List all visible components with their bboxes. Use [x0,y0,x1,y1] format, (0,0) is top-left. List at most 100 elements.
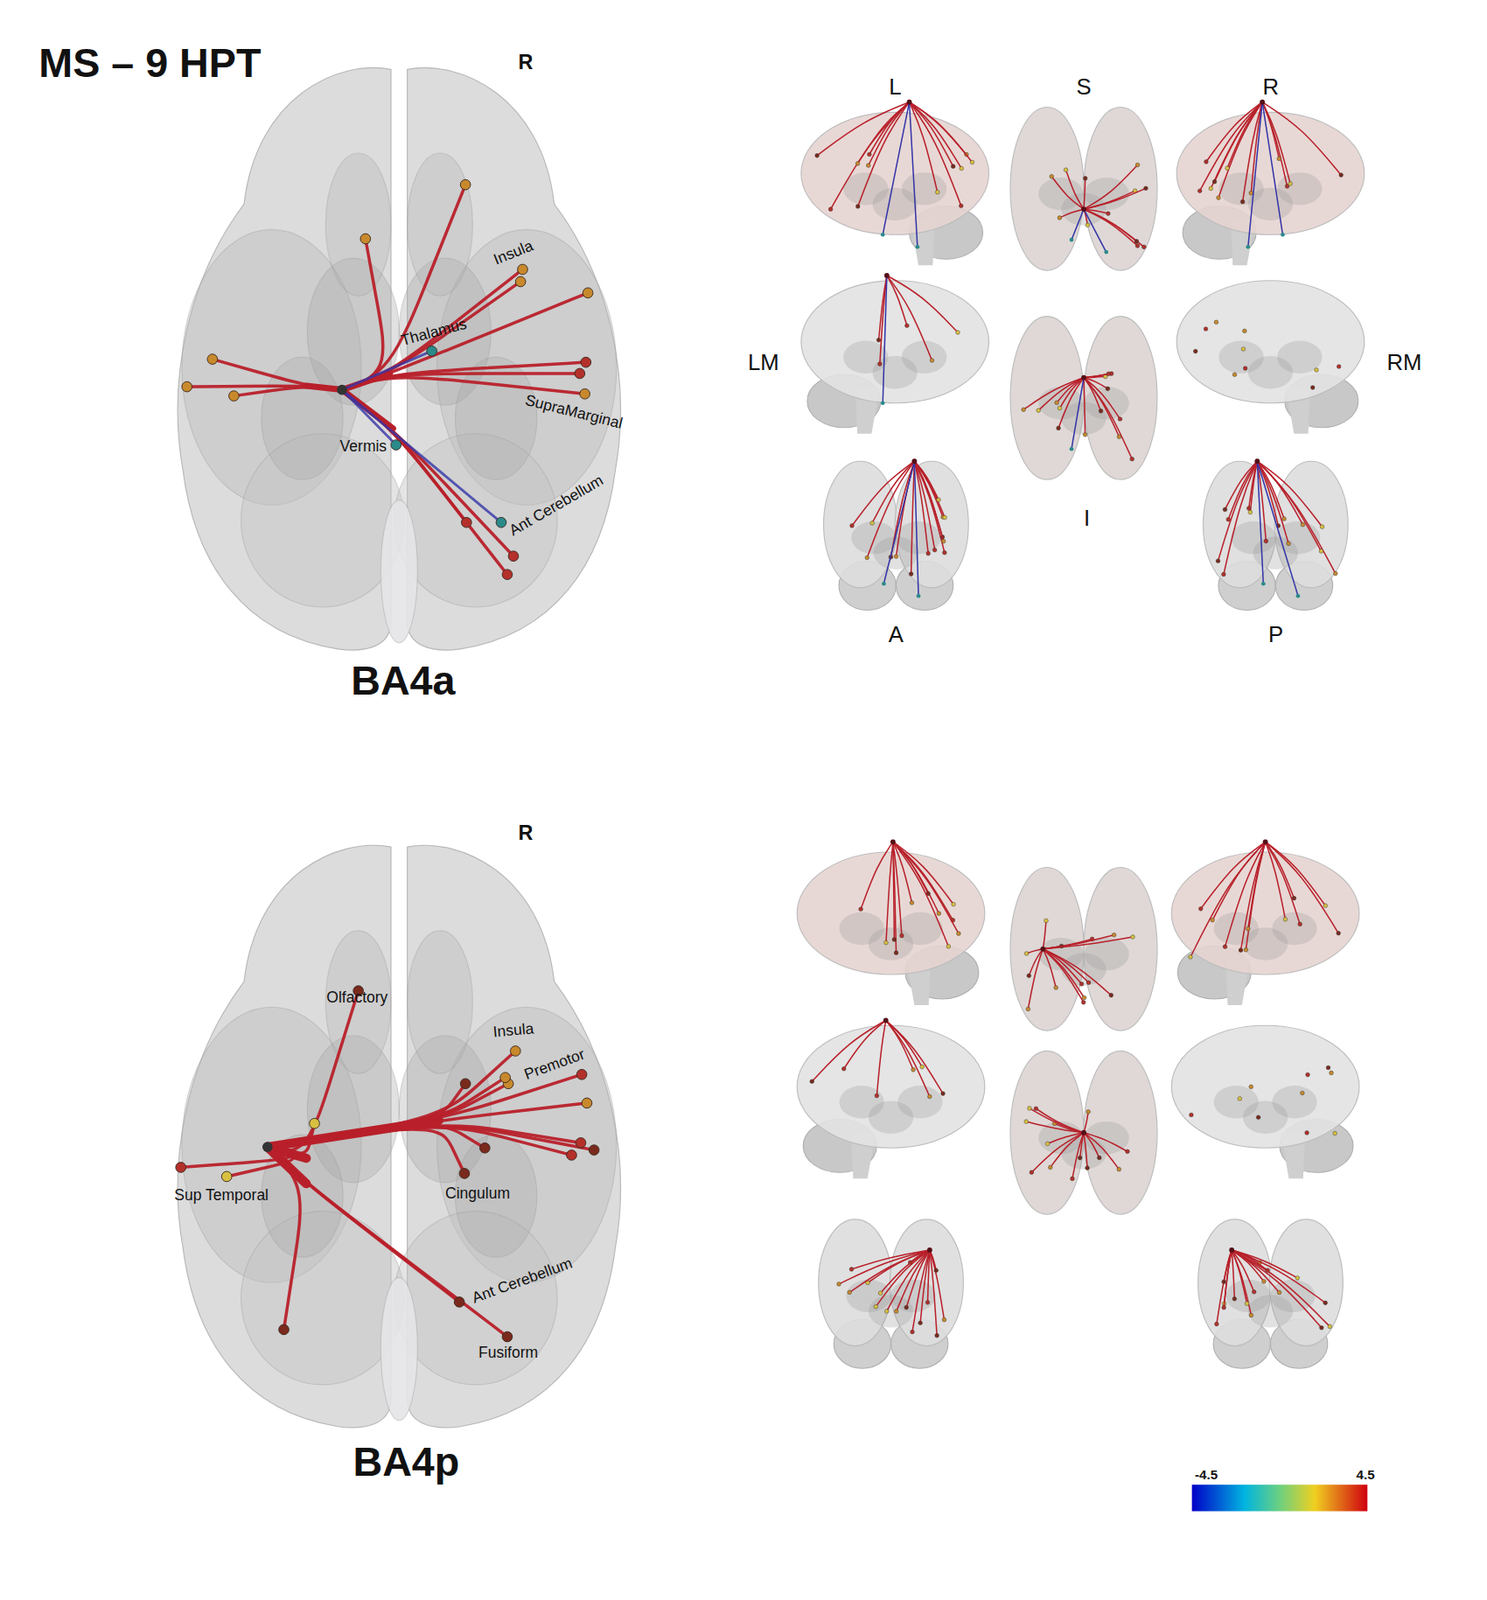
region-node [1280,232,1285,238]
brain-view [1202,458,1348,610]
region-node [1288,181,1293,187]
region-node [1336,930,1341,936]
region-label: Ant Cerebellum [469,1255,575,1307]
hemisphere [1083,106,1158,271]
region-node [221,1171,232,1182]
deep-structure [872,188,918,221]
region-node [905,323,910,329]
hemisphere [1198,1219,1272,1347]
connection-line [342,293,588,391]
region-node [175,1162,187,1173]
region-node [1221,572,1227,577]
region-node [1021,407,1027,412]
region-node [1106,371,1111,377]
region-node [1249,1312,1254,1318]
connection-line [886,841,894,943]
region-node [1045,1141,1050,1146]
region-node [1193,349,1198,354]
connection-line [1026,1121,1084,1133]
region-node [1237,1096,1243,1102]
connection-line [1245,841,1265,950]
brain-structure [325,153,391,296]
region-node [877,362,882,367]
seed-node [262,1141,273,1152]
region-node [1244,1301,1250,1306]
connection-line [893,841,959,934]
connection-line [866,460,915,558]
hemisphere [1010,1050,1084,1215]
connection-line [342,390,508,575]
hemisphere [1010,316,1084,481]
region-node [1214,1321,1220,1327]
region-node [1134,239,1139,245]
region-node [1329,1070,1334,1076]
connection-line [1051,176,1084,210]
connection-line [1223,1249,1232,1282]
region-node [1226,516,1231,522]
brain-view [1010,1050,1158,1215]
connection-line [1083,377,1086,435]
connection-line [1080,1132,1084,1159]
view-label: S [1076,74,1092,99]
connection-line [342,390,467,524]
region-node [1245,926,1250,931]
region-node [1215,558,1221,564]
region-node [1144,186,1149,191]
connection-line [1083,1132,1100,1159]
region-node [1106,211,1111,217]
region-node [925,1300,930,1306]
region-node [1070,1176,1076,1181]
region-node [1027,1106,1033,1111]
region-node [893,554,899,559]
hemisphere [1083,866,1158,1031]
deep-structure [868,1294,914,1327]
region-node [1222,507,1228,512]
region-node [576,1068,587,1080]
region-node [1327,1324,1333,1329]
deep-structure [1242,927,1288,960]
region-node [588,1144,600,1156]
cerebrum [1176,280,1365,404]
connection-line [1031,1132,1084,1173]
hemisphere [1010,106,1084,271]
connection-line [909,102,918,248]
region-node [1249,1084,1254,1090]
connection-line [1218,102,1263,198]
view-label: P [1268,621,1284,646]
region-node [884,1309,889,1314]
region-node [881,581,887,587]
region-node [950,164,956,169]
region-node [1323,1300,1328,1306]
orientation-label: R [517,52,533,76]
colorbar-tick: -4.5 [1194,1467,1218,1483]
region-node [1082,995,1087,1000]
region-node [932,547,937,552]
region-node [1242,328,1248,334]
seed-node [884,272,890,279]
region-node [1142,244,1147,250]
region-node [884,940,889,945]
connection-line [1223,1249,1232,1308]
region-node [581,1097,593,1109]
region-node [958,203,964,209]
connection-line [886,1019,930,1097]
region-node [1024,1119,1029,1124]
region-node [855,161,860,167]
connection-line [1042,949,1089,983]
region-node [935,189,940,195]
connection-line [1042,949,1083,1003]
connection-line [1083,377,1119,438]
connection-line [830,102,910,210]
region-node [880,232,886,238]
region-node [858,907,864,912]
region-node [460,1078,471,1090]
region-node [837,1282,842,1287]
region-node [509,1046,521,1057]
region-node [1314,368,1320,373]
connection-line [1047,1132,1084,1145]
region-node [502,1331,513,1342]
connection-line [1035,1108,1084,1132]
region-label: Ant Cerebellum [506,471,607,539]
region-node [1277,156,1282,161]
connection-line [342,390,502,524]
